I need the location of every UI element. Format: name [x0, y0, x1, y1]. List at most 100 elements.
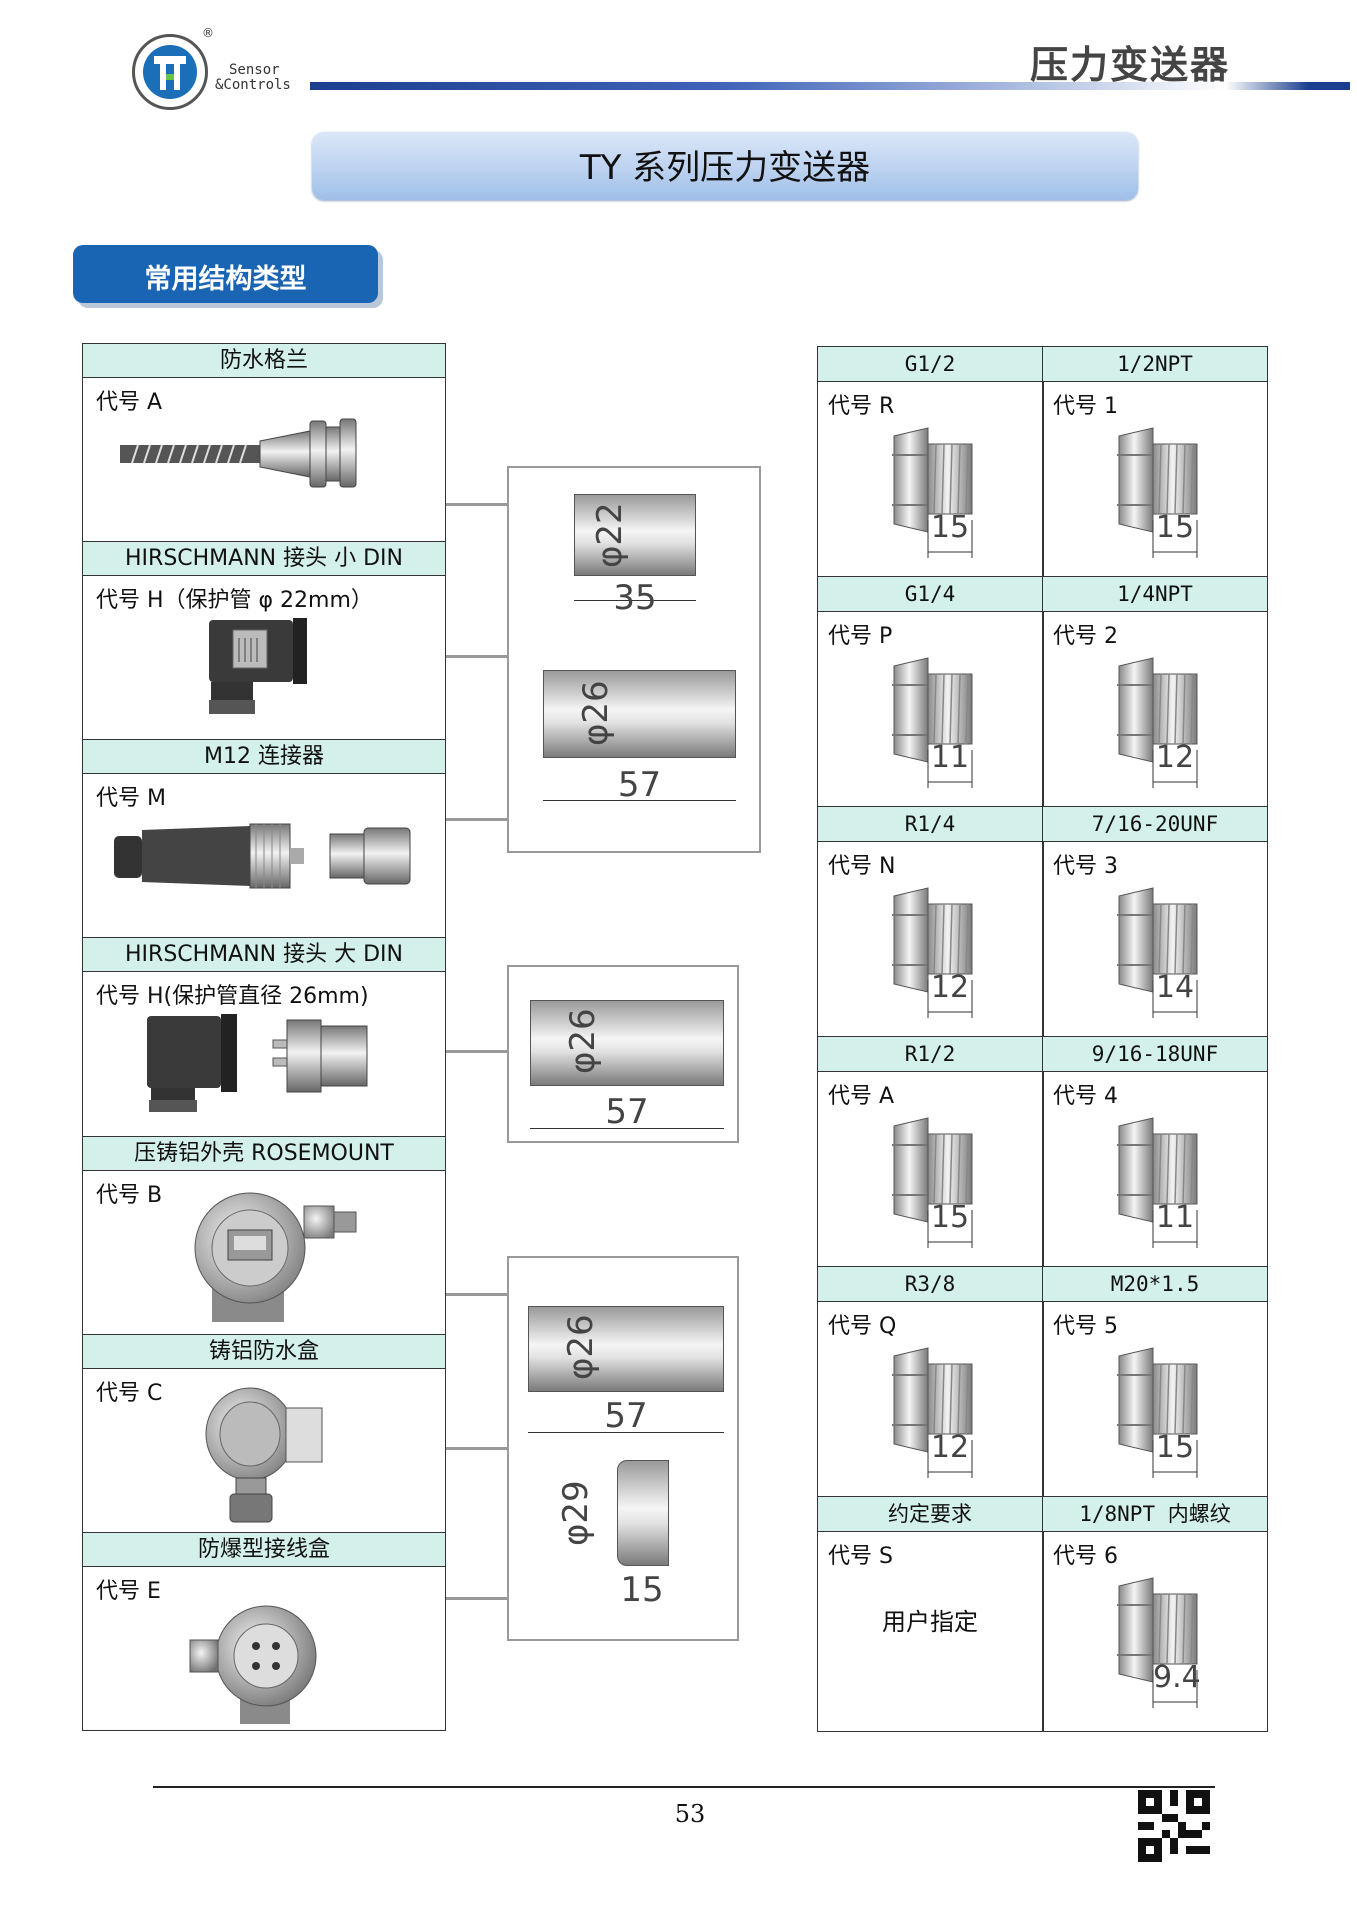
fitting-header: R3/8 [818, 1266, 1042, 1302]
fitting-code: 代号 A [828, 1084, 895, 1109]
length-label: 57 [617, 765, 662, 805]
diameter-label: φ26 [561, 1314, 601, 1380]
thread-length-label: 12 [930, 1430, 970, 1465]
threaded-fitting-icon [1117, 657, 1198, 788]
fitting-code: 代号 3 [1053, 854, 1118, 879]
threaded-fitting-icon [892, 1117, 973, 1248]
thread-length-label: 11 [930, 740, 970, 775]
header-title: 压力变送器 [1030, 43, 1231, 87]
fitting-header: 约定要求 [818, 1496, 1042, 1532]
qr-code-icon [1138, 1790, 1210, 1862]
fitting-code: 代号 S [828, 1544, 893, 1569]
small-din-connector-icon [209, 618, 307, 714]
threaded-fitting-icon [1117, 887, 1198, 1018]
fitting-header: R1/2 [818, 1036, 1042, 1072]
connector-line [446, 1050, 508, 1053]
thread-length-label: 9.4 [1153, 1660, 1201, 1695]
fitting-header: 9/16-18UNF [1043, 1036, 1267, 1072]
left-row-header: 防水格兰 [83, 343, 445, 378]
column-divider [1042, 346, 1044, 1732]
header-bar [310, 82, 1350, 90]
page-title-banner [312, 132, 1138, 200]
left-row-code: 代号 H（保护管 φ 22mm） [96, 588, 373, 613]
waterproof-gland-icon [120, 418, 357, 488]
threaded-fitting-icon [1117, 427, 1198, 558]
fitting-header: G1/4 [818, 576, 1042, 612]
dimension-line [574, 600, 696, 601]
fitting-code: 代号 6 [1053, 1544, 1118, 1569]
thread-length-label: 15 [1155, 510, 1195, 545]
left-row-header: HIRSCHMANN 接头 大 DIN [83, 937, 445, 972]
logo-text-line1: Sensor [229, 62, 280, 78]
diameter-label: φ22 [590, 502, 630, 568]
page-number: 53 [674, 1800, 706, 1828]
connector-line [446, 818, 508, 821]
diameter-label: φ29 [556, 1480, 596, 1546]
explosion-proof-box-icon [189, 1605, 317, 1724]
threaded-fitting-icon [1117, 1347, 1198, 1478]
thread-length-label: 14 [1155, 970, 1195, 1005]
protection-tube [574, 494, 696, 576]
fitting-code: 代号 P [828, 624, 893, 649]
thread-length-label: 15 [930, 510, 970, 545]
large-din-connector-icon [147, 1014, 368, 1112]
fitting-code: 代号 4 [1053, 1084, 1118, 1109]
left-row-header: 铸铝防水盒 [83, 1334, 445, 1369]
fitting-header: R1/4 [818, 806, 1042, 842]
fitting-header: 1/2NPT [1043, 346, 1267, 382]
waterproof-box-icon [205, 1387, 323, 1523]
left-row-header: HIRSCHMANN 接头 小 DIN [83, 541, 445, 576]
fitting-header: G1/2 [818, 346, 1042, 382]
fitting-code: 代号 R [828, 394, 895, 419]
length-label: 15 [620, 1570, 664, 1610]
housing-cap [617, 1460, 669, 1566]
threaded-fitting-icon [892, 427, 973, 558]
left-row-code: 代号 B [96, 1183, 163, 1208]
fitting-code: 代号 5 [1053, 1314, 1118, 1339]
logo-t-icon [154, 56, 186, 90]
logo-text: Sensor &Controls [215, 63, 291, 93]
fitting-code: 代号 1 [1053, 394, 1118, 419]
length-label: 57 [605, 1092, 649, 1132]
section-title: 常用结构类型 [144, 264, 307, 295]
fitting-code: 代号 Q [828, 1314, 897, 1339]
dimension-line [543, 800, 736, 801]
fitting-header: 1/4NPT [1043, 576, 1267, 612]
threaded-fitting-icon [892, 1347, 973, 1478]
section-banner [73, 245, 378, 303]
user-specified-note: 用户指定 [882, 1608, 978, 1636]
left-row-code: 代号 E [96, 1579, 161, 1604]
connector-line [446, 503, 508, 506]
left-row-code: 代号 A [96, 390, 163, 415]
length-label: 35 [613, 578, 657, 618]
registered-mark: ® [202, 26, 214, 40]
protection-tube [530, 1000, 724, 1086]
threaded-fitting-icon [892, 657, 973, 788]
rosemount-housing-icon [194, 1192, 357, 1322]
left-row-code: 代号 C [96, 1381, 163, 1406]
logo-text-line2: &Controls [215, 77, 291, 93]
footer-line [153, 1786, 1215, 1788]
thread-length-label: 11 [1155, 1200, 1195, 1235]
left-row-code: 代号 M [96, 786, 166, 811]
connector-line [446, 1293, 508, 1296]
threaded-fitting-icon [1117, 1577, 1198, 1708]
threaded-fitting-icon [1117, 1117, 1198, 1248]
left-row-header: 防爆型接线盒 [83, 1532, 445, 1567]
thread-length-label: 12 [1155, 740, 1195, 775]
left-row-header: 压铸铝外壳 ROSEMOUNT [83, 1136, 445, 1171]
dimension-line [530, 1128, 724, 1129]
connector-line [446, 655, 508, 658]
length-label: 57 [604, 1396, 648, 1436]
fitting-header: M20*1.5 [1043, 1266, 1267, 1302]
fitting-header: 7/16-20UNF [1043, 806, 1267, 842]
left-row-header: M12 连接器 [83, 739, 445, 774]
protection-tube [528, 1306, 724, 1392]
thread-length-label: 15 [930, 1200, 970, 1235]
thread-length-label: 12 [930, 970, 970, 1005]
protection-tube [543, 670, 736, 758]
fitting-header: 1/8NPT 内螺纹 [1043, 1496, 1267, 1532]
logo [143, 45, 197, 99]
diameter-label: φ26 [576, 680, 616, 746]
connector-line [446, 1597, 508, 1600]
